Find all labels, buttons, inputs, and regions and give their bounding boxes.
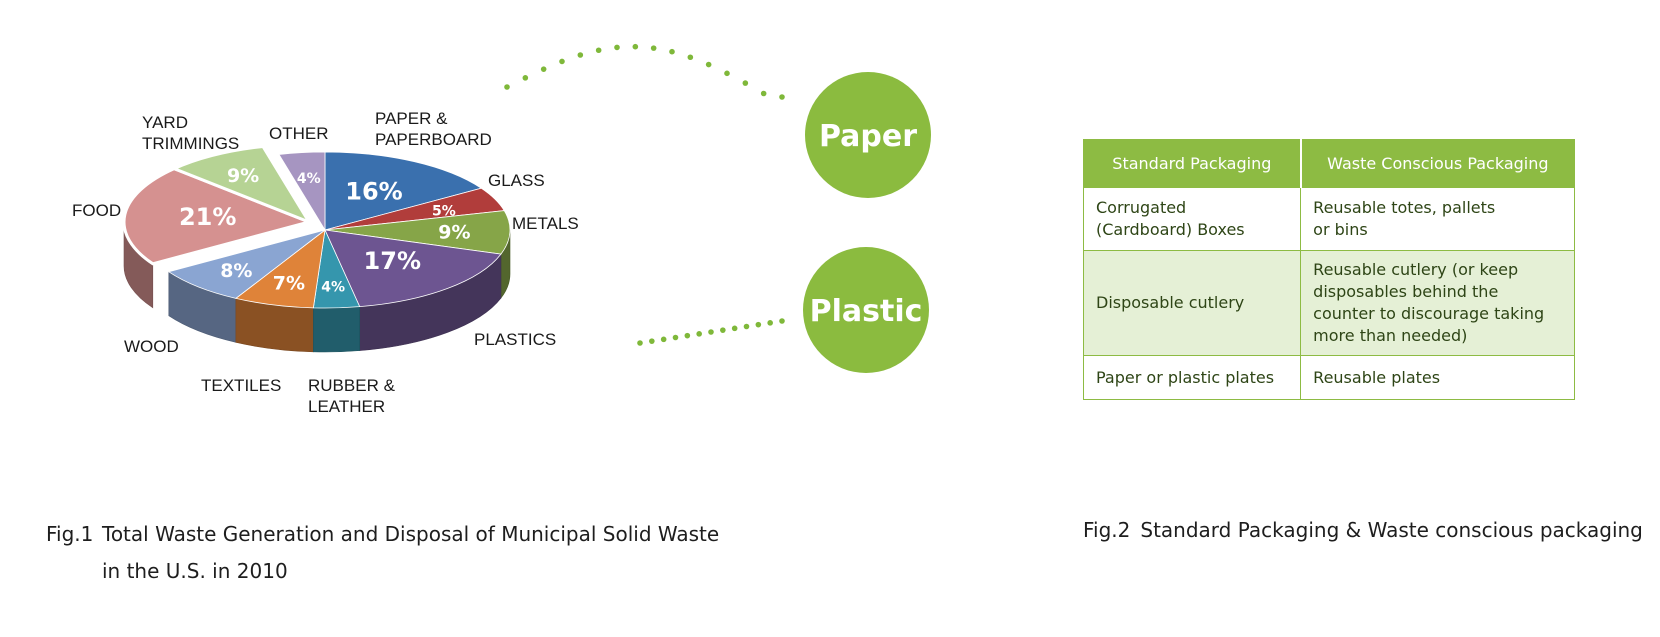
figure-2-caption: Fig.2 Standard Packaging & Waste consciou… — [1083, 512, 1643, 549]
figure-1-number: Fig.1 — [46, 522, 94, 546]
connector-dot — [614, 44, 620, 51]
packaging-comparison-table: Standard Packaging Waste Conscious Packa… — [1082, 139, 1575, 400]
cell-conscious: Reusable plates — [1300, 355, 1575, 400]
pie-category-label: RUBBER &LEATHER — [308, 376, 396, 416]
connector-dot — [731, 325, 738, 332]
pie-category-label: GLASS — [488, 171, 545, 190]
connector-dot — [522, 75, 529, 81]
pie-percent-label: 7% — [273, 272, 305, 294]
pie-percent-label: 16% — [345, 177, 402, 205]
table-header-row: Standard Packaging Waste Conscious Packa… — [1082, 139, 1575, 188]
pie-category-label: METALS — [512, 214, 579, 233]
pie-category-label: OTHER — [269, 124, 329, 143]
connector-dot — [742, 80, 749, 86]
figure-1-title-line2: in the U.S. in 2010 — [102, 559, 288, 583]
connector-dot — [660, 336, 667, 343]
pie-slice-plastics — [324, 229, 502, 308]
pie-percent-label: 9% — [438, 222, 470, 244]
figure-2-number: Fig.2 — [1083, 518, 1131, 542]
paper-bubble: Paper — [805, 72, 931, 198]
pie-percent-label: 9% — [227, 165, 259, 187]
pie-percent-label: 4% — [297, 171, 321, 187]
cell-standard: Disposable cutlery — [1082, 250, 1302, 356]
connector-dot — [540, 66, 547, 72]
connector-dot — [650, 45, 657, 51]
dotted-connectors — [504, 43, 785, 346]
pie-slice-wood — [167, 229, 326, 299]
table-row: Paper or plastic plates Reusable plates — [1082, 355, 1575, 400]
connector-dot — [632, 43, 639, 50]
connector-dot — [724, 70, 730, 77]
pie-category-label: PAPER &PAPERBOARD — [375, 109, 492, 149]
table-row: Disposable cutlery Reusable cutlery (or … — [1082, 250, 1575, 356]
connector-dot — [577, 52, 584, 58]
cell-standard: Corrugated (Cardboard) Boxes — [1082, 187, 1302, 251]
connector-dot — [595, 47, 602, 54]
header-waste-conscious-packaging: Waste Conscious Packaging — [1299, 139, 1575, 188]
pie-slice-food — [122, 166, 314, 266]
figure-1-title-line1: Total Waste Generation and Disposal of M… — [102, 522, 720, 546]
cell-conscious: Reusable cutlery (or keep disposables be… — [1300, 250, 1575, 356]
pie-category-label: TEXTILES — [201, 376, 281, 395]
paper-bubble-label: Paper — [819, 119, 917, 154]
figure-2-title: Standard Packaging & Waste conscious pac… — [1140, 518, 1643, 542]
plastic-bubble: Plastic — [803, 247, 929, 373]
plastic-bubble-circle — [803, 247, 929, 373]
header-standard-packaging: Standard Packaging — [1082, 139, 1302, 188]
connector-dot — [684, 332, 691, 339]
connector-dot — [767, 320, 773, 326]
pie-slice-other — [278, 151, 326, 232]
connector-dot — [687, 54, 694, 61]
pie-slice-metals — [324, 210, 511, 255]
pie-percent-label: 21% — [179, 203, 236, 231]
pie-percent-label: 8% — [220, 260, 252, 282]
pie-category-label: WOOD — [124, 337, 179, 356]
connector-dot — [743, 323, 750, 330]
connector-dot — [708, 329, 714, 335]
connector-dot — [669, 48, 675, 55]
connector-dot — [649, 338, 655, 344]
connector-dot — [637, 340, 643, 346]
connector-dot — [779, 94, 785, 100]
connector-dot — [760, 90, 767, 97]
figure-1-caption: Fig.1 Total Waste Generation and Disposal… — [46, 516, 746, 590]
pie-percent-label: 4% — [321, 279, 345, 295]
connector-dot — [705, 61, 712, 68]
pie-percent-label: 5% — [432, 203, 456, 219]
connector-dot — [755, 321, 762, 328]
connector-dot — [672, 334, 679, 341]
connector-dot — [504, 84, 510, 90]
cell-standard: Paper or plastic plates — [1082, 355, 1302, 400]
connector-dot — [720, 327, 726, 333]
pie-slice-side — [313, 306, 360, 353]
pie-percent-label: 17% — [364, 247, 421, 275]
paper-bubble-circle — [805, 72, 931, 198]
pie-category-label: FOOD — [72, 201, 121, 220]
connector-dot — [779, 318, 785, 324]
pie-slice-paper-paperboard — [324, 151, 483, 231]
connector-dot — [559, 58, 565, 65]
connector-dot — [696, 331, 702, 337]
cell-conscious: Reusable totes, pallets or bins — [1300, 187, 1575, 251]
pie-slice-yard-trimmings — [170, 144, 313, 226]
pie-category-label: PLASTICS — [474, 330, 556, 349]
table-row: Corrugated (Cardboard) Boxes Reusable to… — [1082, 187, 1575, 251]
plastic-bubble-label: Plastic — [810, 294, 923, 329]
